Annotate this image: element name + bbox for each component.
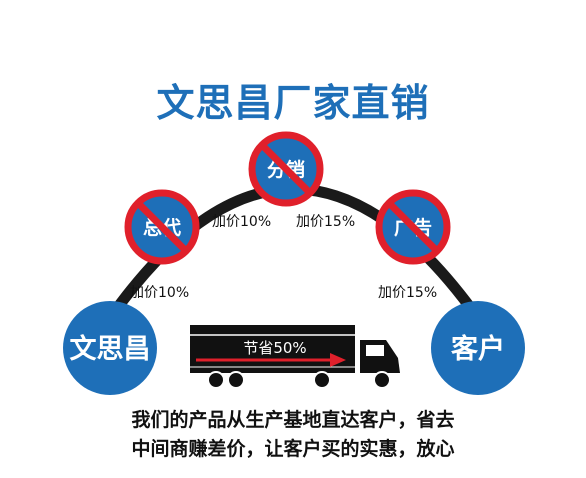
markup-label-right-upper: 加价15% (296, 214, 356, 230)
factory-label: 文思昌 (70, 333, 151, 365)
page-title: 文思昌厂家直销 (156, 80, 430, 125)
markup-label-left-lower: 加价10% (130, 285, 190, 301)
arrow-head (330, 353, 346, 367)
distributor-node: 分销 (248, 131, 324, 207)
ads-node: 广告 (375, 189, 451, 265)
markup-label-left-upper: 加价10% (212, 214, 272, 230)
prohibit-slash-icon (260, 143, 312, 195)
truck-icon: 节省50% (190, 325, 400, 389)
factory-node: 文思昌 (63, 301, 157, 395)
prohibit-slash-icon (136, 201, 188, 253)
customer-label: 客户 (451, 333, 505, 365)
savings-label: 节省50% (243, 339, 306, 357)
prohibit-slash-icon (387, 201, 439, 253)
agent-node: 总代 (124, 189, 200, 265)
markup-label-right-lower: 加价15% (378, 285, 438, 301)
customer-node: 客户 (431, 301, 525, 395)
footer-line-1: 我们的产品从生产基地直达客户，省去 (131, 409, 455, 431)
footer-line-2: 中间商赚差价，让客户买的实惠，放心 (131, 438, 455, 460)
